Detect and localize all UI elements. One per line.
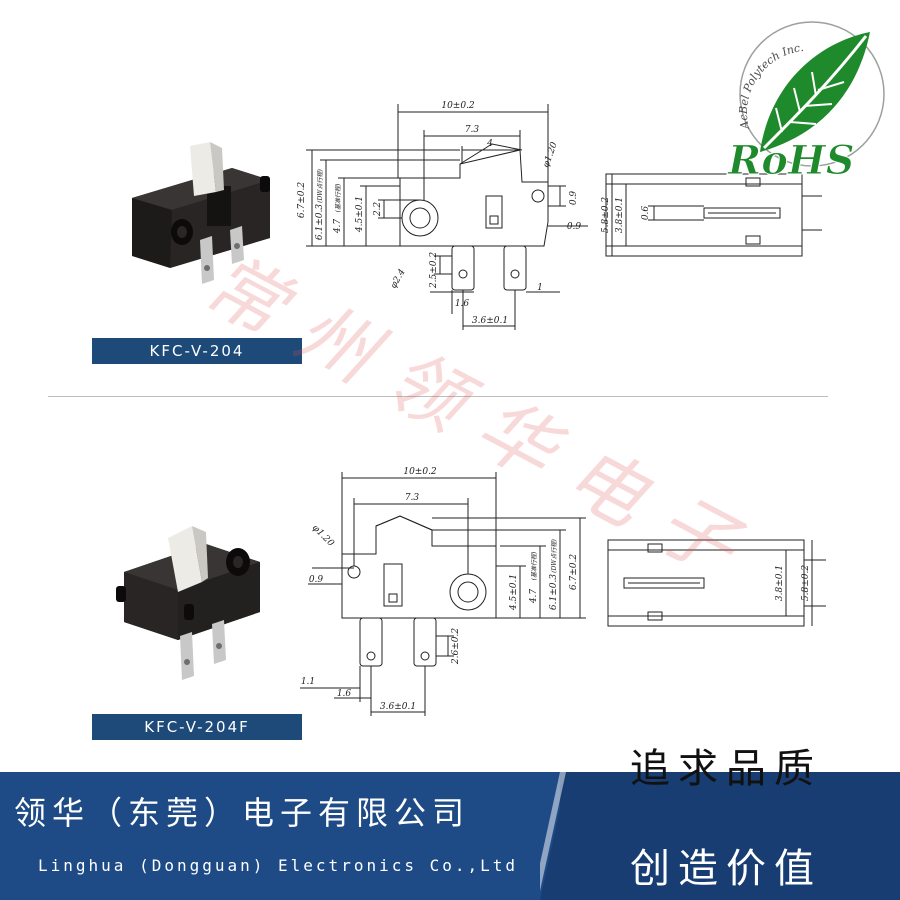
company-name-en: Linghua (Dongguan) Electronics Co.,Ltd	[38, 856, 519, 875]
product-section-bottom: KFC-V-204F	[0, 396, 900, 772]
model-label-bottom: KFC-V-204F	[92, 714, 302, 740]
product-section-top: KFC-V-204	[0, 0, 900, 396]
model-label-top: KFC-V-204	[92, 338, 302, 364]
technical-drawing-top	[306, 104, 822, 330]
slogan-value: 创造价值	[630, 846, 822, 892]
switch-photo-top	[132, 142, 270, 284]
footer-banner: 领华（东莞）电子有限公司 Linghua (Dongguan) Electron…	[0, 746, 900, 900]
switch-photo-bottom	[116, 526, 260, 680]
footer-right-panel	[560, 772, 900, 900]
footer-slash	[540, 772, 580, 900]
rohs-badge: AcBel Polytech Inc. Green Product RoHS	[727, 21, 885, 182]
technical-drawing-bottom	[300, 472, 826, 716]
slogan-quality: 追求品质	[630, 746, 822, 792]
company-name-cn: 领华（东莞）电子有限公司	[14, 794, 471, 832]
section-divider	[48, 396, 828, 397]
rohs-logo: RoHS	[727, 137, 855, 182]
